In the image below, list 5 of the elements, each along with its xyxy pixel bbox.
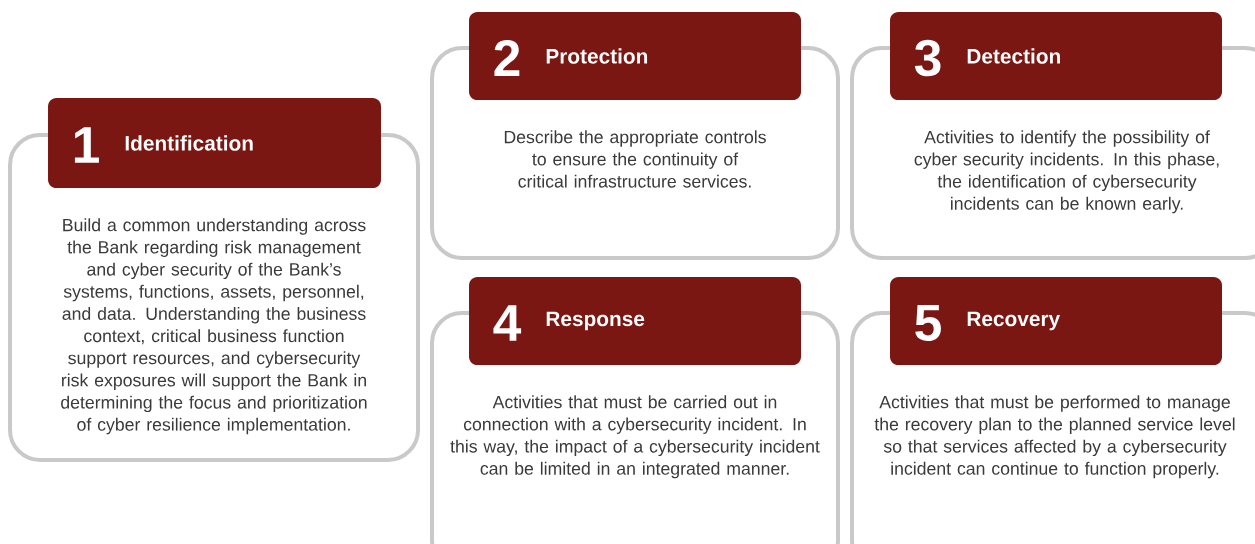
step-title: Response [546,311,645,331]
step-title: Detection [967,48,1060,64]
step-title: Identification [125,135,253,151]
step-title: Recovery [967,311,1060,331]
step-title: Protection [546,48,648,64]
